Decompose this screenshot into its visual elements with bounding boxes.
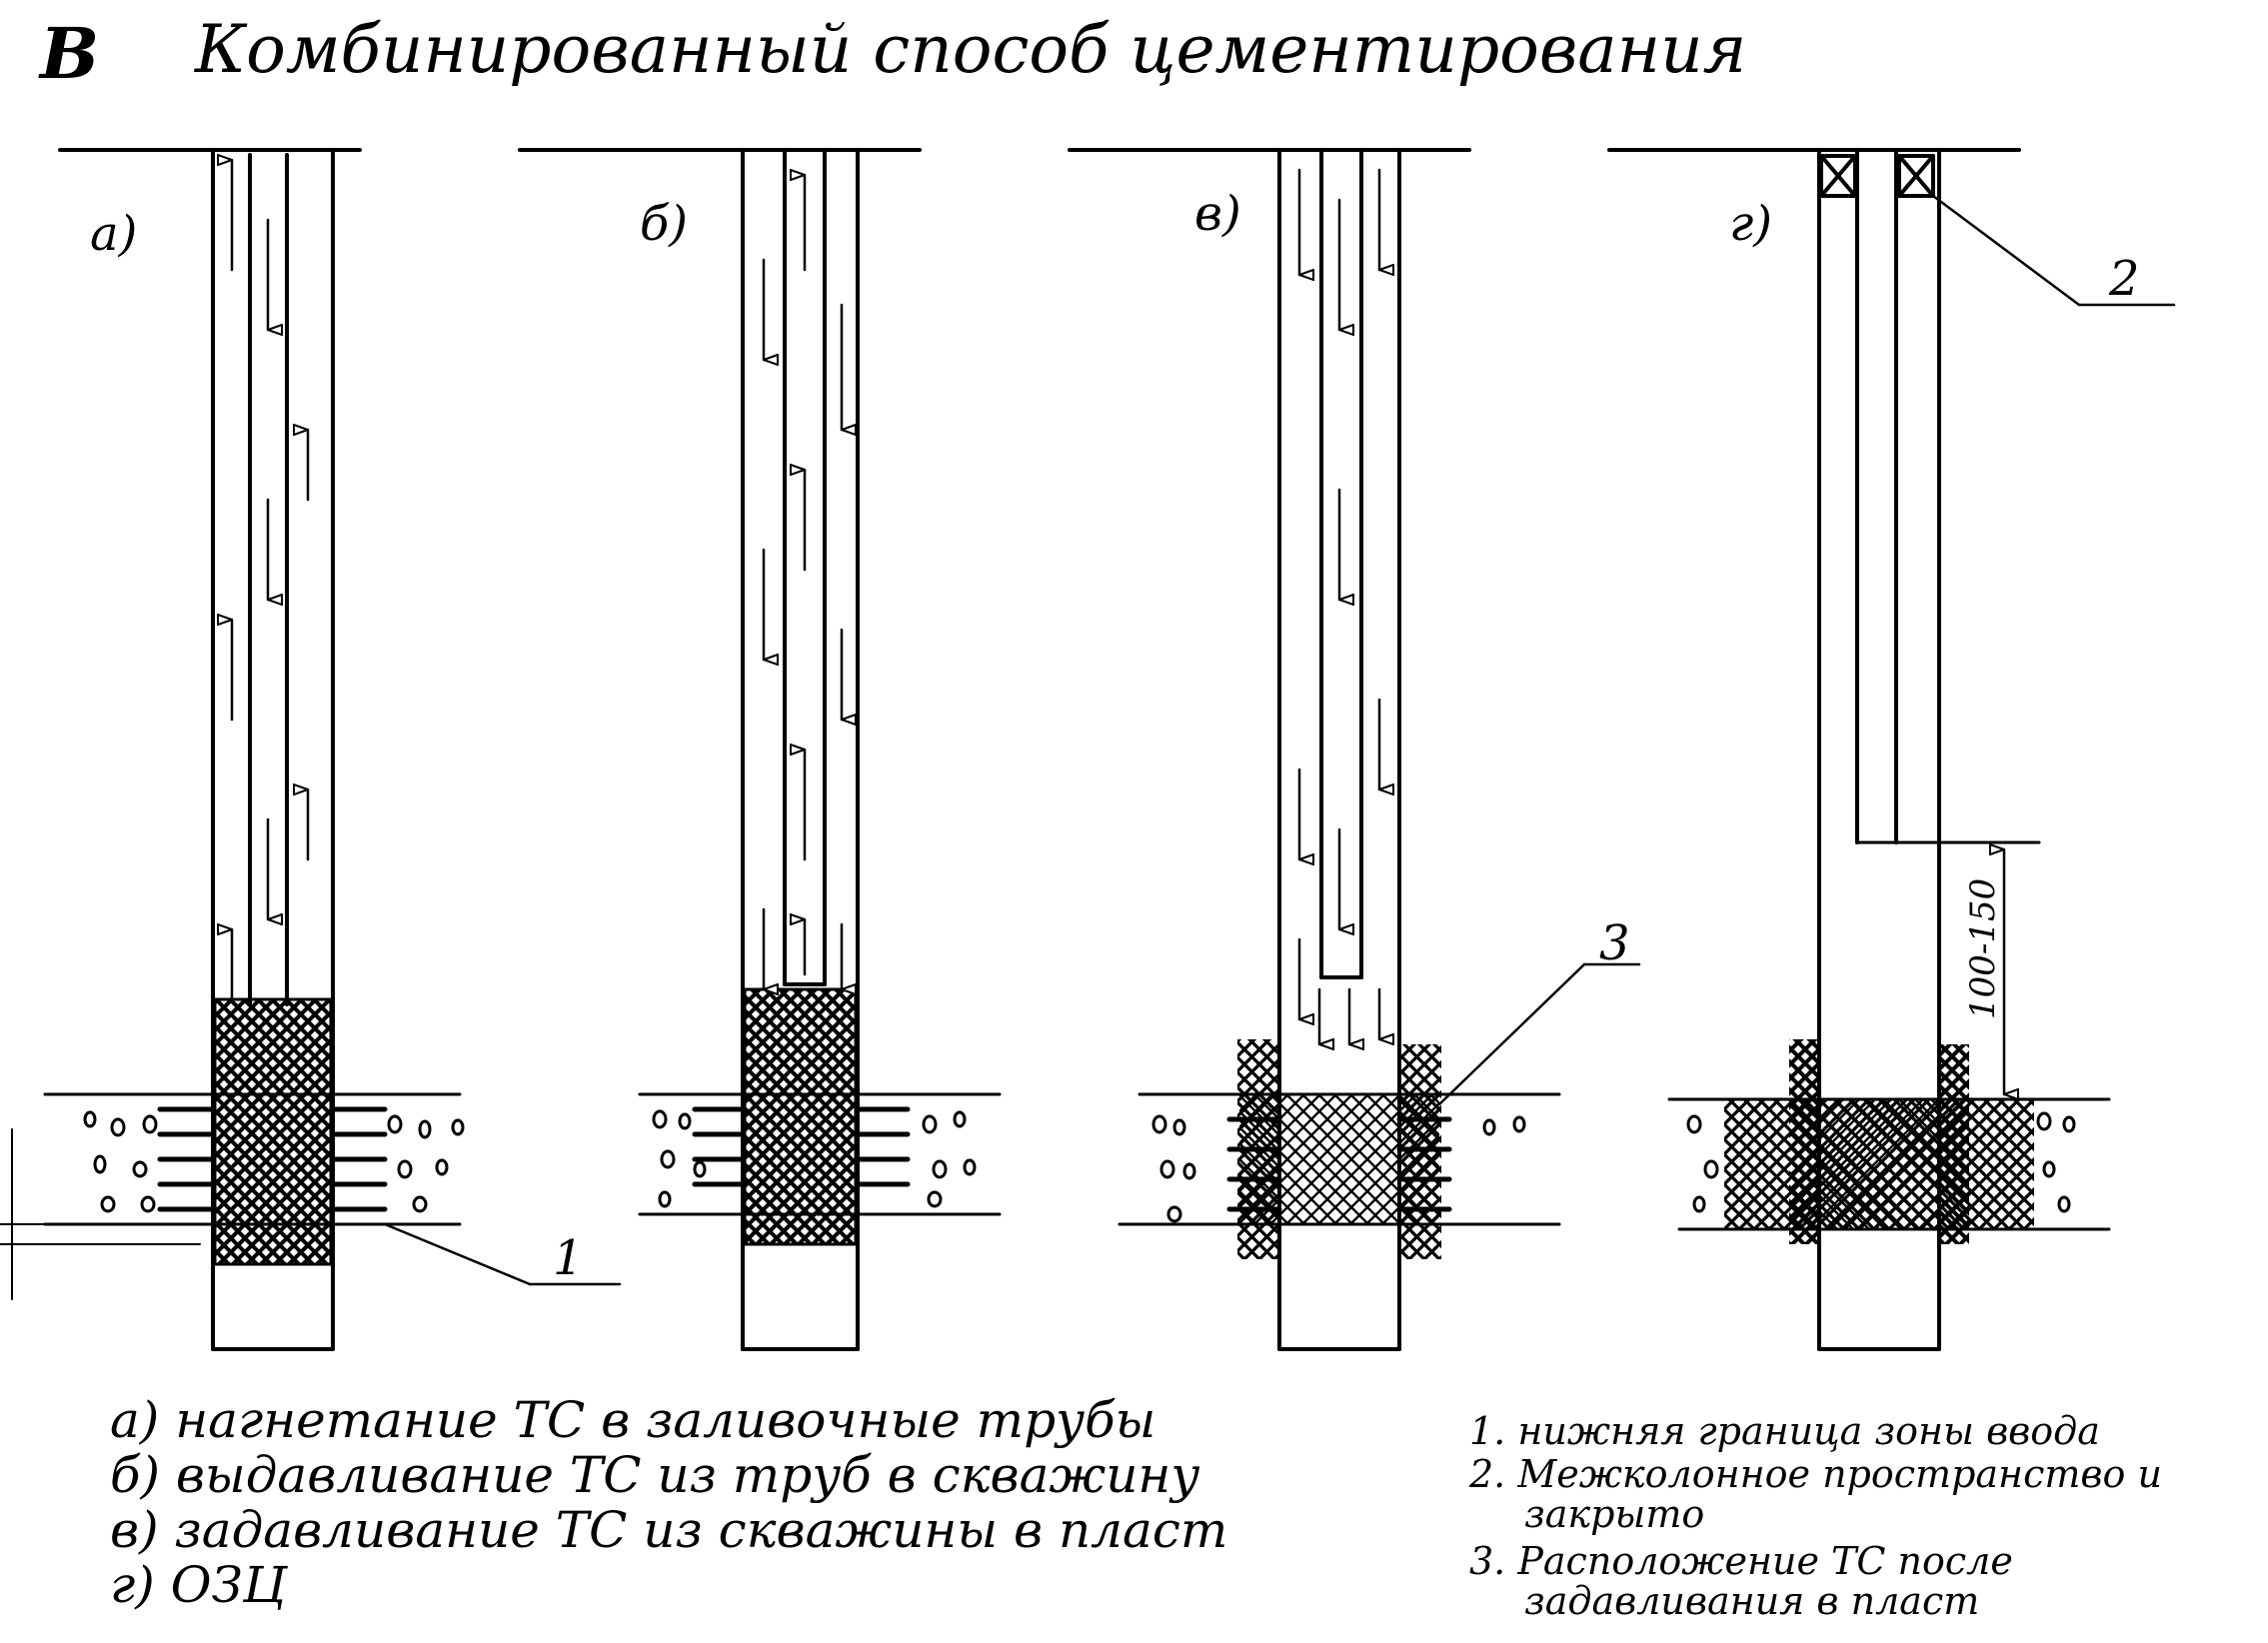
stage-v: в) (1068, 148, 1641, 1351)
cement-casing-right-g (1939, 1044, 1969, 1244)
cement-casing-left-g (1789, 1039, 1819, 1244)
stage-a: а) (0, 148, 622, 1351)
legend-stage-v: в) задавливание ТС из скважины в пласт (110, 1501, 1227, 1559)
callout-1: 1 (553, 1230, 584, 1286)
dimension-label: 100-150 (1963, 878, 2003, 1019)
legend-number-3: 3. Расположение ТС после (1469, 1539, 2013, 1583)
legend-number-2-cont: закрыто (1524, 1492, 1704, 1536)
legend-number-2: 2. Межколонное пространство и (1468, 1452, 2162, 1496)
stage-b: б) (518, 148, 1002, 1351)
legend-stage-b: б) выдавливание ТС из труб в скважину (110, 1446, 1199, 1504)
stage-g: г) 2 100-150 (1607, 148, 2176, 1351)
page-title: Комбинированный способ цементирования (193, 11, 1746, 88)
legend-number-1: 1. нижняя граница зоны ввода (1469, 1409, 2100, 1453)
legend-number-3-cont: задавливания в пласт (1524, 1579, 1979, 1623)
stage-b-label: б) (640, 196, 688, 252)
closed-valve-icon (1819, 154, 1935, 198)
legend-stage-a: а) нагнетание ТС в заливочные трубы (110, 1391, 1155, 1449)
callout-2: 2 (2108, 251, 2140, 307)
title-group: В Комбинированный способ цементирования (38, 11, 1746, 95)
legend-numbers: 1. нижняя граница зоны ввода 2. Межколон… (1468, 1409, 2162, 1623)
stage-g-label: г) (1729, 196, 1772, 252)
stage-a-label: а) (90, 206, 137, 262)
title-letter: В (38, 12, 99, 95)
legend-stage-g: г) ОЗЦ (110, 1556, 289, 1614)
cement-plug-a (213, 997, 333, 1266)
callout-3: 3 (1599, 915, 1630, 971)
legend-stages: а) нагнетание ТС в заливочные трубы б) в… (110, 1391, 1227, 1614)
stage-v-label: в) (1194, 186, 1241, 242)
cement-plug-b (743, 987, 858, 1246)
